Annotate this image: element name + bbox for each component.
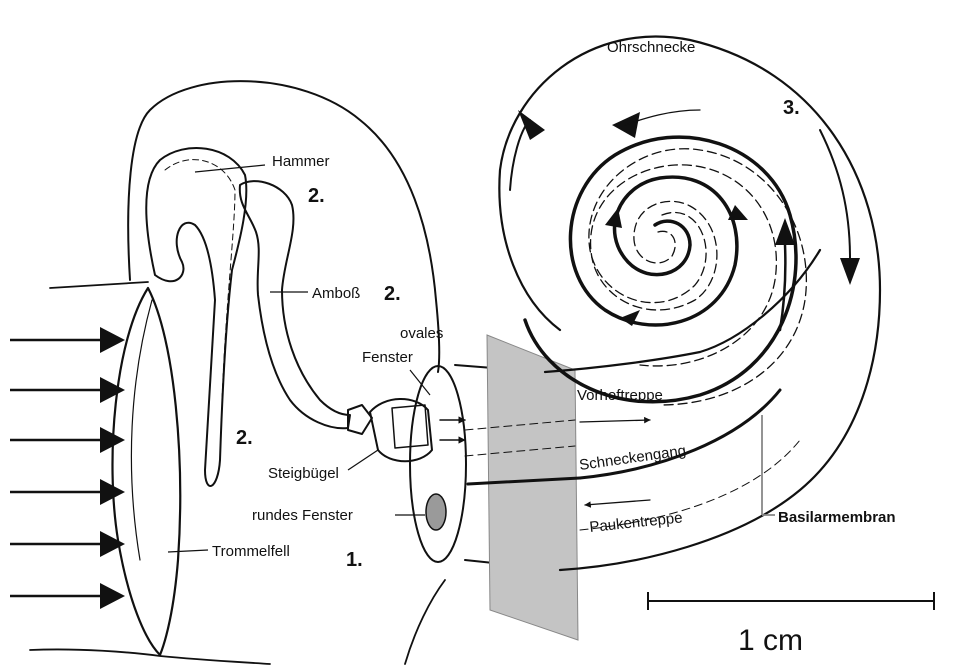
basilarmembran-label: Basilarmembran xyxy=(778,509,896,526)
scale-bar xyxy=(648,592,934,610)
cochlea-spiral xyxy=(525,137,806,405)
right-arrow-icon xyxy=(10,583,125,609)
spiral-arrow-down-icon xyxy=(840,258,860,285)
steigbuegel-leader xyxy=(348,450,378,470)
spiral-arrow-down-icon xyxy=(820,130,850,258)
right-arrow-icon xyxy=(10,377,125,403)
amboss-bone xyxy=(240,181,350,428)
canal-line-bottom xyxy=(30,649,270,664)
right-arrow-icon xyxy=(10,427,125,453)
lower-cavity-line xyxy=(405,580,445,664)
scale-label: 1 cm xyxy=(738,624,803,657)
hammer-leader xyxy=(195,165,265,172)
ovales-fenster-label-1: ovales xyxy=(400,325,443,342)
steigbuegel-bone xyxy=(348,399,432,461)
right-arrow-icon xyxy=(10,479,125,505)
right-arrow-icon xyxy=(10,327,125,353)
hammer-step-label: 2. xyxy=(308,185,325,207)
amboss-step-label: 2. xyxy=(384,283,401,305)
trommelfell-label: Trommelfell xyxy=(212,543,290,560)
step-3-label: 3. xyxy=(783,97,800,119)
ear-outline xyxy=(128,81,439,372)
tube-end-ellipse xyxy=(410,366,466,562)
round-window xyxy=(426,494,446,530)
eardrum-inner xyxy=(131,300,152,560)
hammer-label: Hammer xyxy=(272,153,330,170)
sound-wave-arrows xyxy=(10,327,125,609)
eardrum xyxy=(112,288,180,655)
left-step-label: 2. xyxy=(236,427,253,449)
steigbuegel-label: Steigbügel xyxy=(268,465,339,482)
rundes-fenster-label: rundes Fenster xyxy=(252,507,353,524)
canal-line-top xyxy=(50,282,148,288)
trommelfell-step-label: 1. xyxy=(346,549,363,571)
cochlea-outer-top xyxy=(545,250,820,372)
ohrschnecke-label: Ohrschnecke xyxy=(607,39,695,56)
membrane-plane xyxy=(487,335,578,640)
ovales-fenster-label-2: Fenster xyxy=(362,349,413,366)
vorhoftreppe-label: Vorhoftreppe xyxy=(577,387,663,404)
hammer-bone xyxy=(146,148,246,486)
paukentreppe-flow xyxy=(585,500,650,505)
trommelfell-leader xyxy=(168,550,208,552)
vorhoftreppe-flow xyxy=(580,420,650,422)
right-arrow-icon xyxy=(10,531,125,557)
amboss-label: Amboß xyxy=(312,285,360,302)
spiral-arrow-left-icon xyxy=(518,110,545,140)
paukentreppe-label: Paukentreppe xyxy=(589,509,684,536)
